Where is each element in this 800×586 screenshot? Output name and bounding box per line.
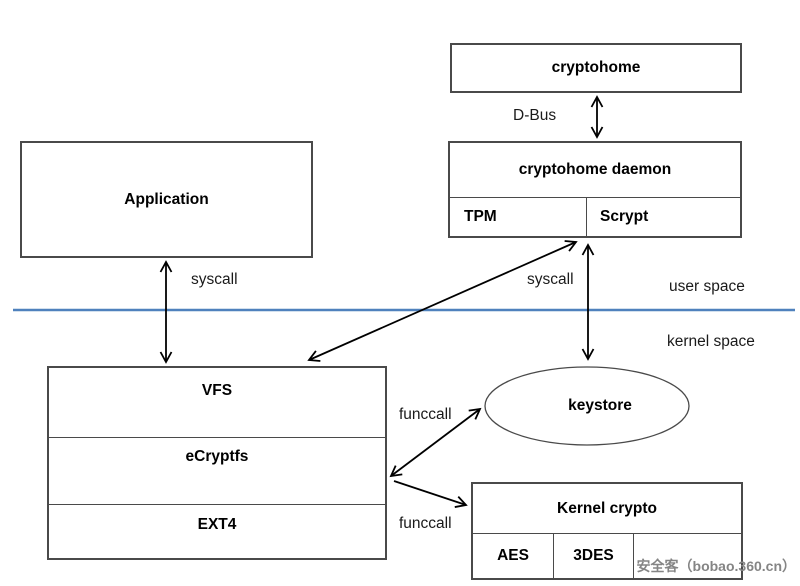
cryptohome-box: cryptohome	[450, 43, 742, 93]
keystore-label: keystore	[568, 397, 632, 414]
arrow-ecryptfs-kernelcrypto	[393, 480, 468, 508]
aes-cell: AES	[473, 534, 554, 578]
vfs-row: VFS	[49, 368, 385, 437]
kernel-crypto-label: Kernel crypto	[557, 499, 657, 517]
3des-label: 3DES	[573, 547, 614, 564]
cryptohome-daemon-box: cryptohome daemon TPM Scrypt	[448, 141, 742, 238]
ext4-label: EXT4	[197, 516, 237, 533]
cryptohome-daemon-subrow: TPM Scrypt	[450, 198, 740, 236]
tpm-cell: TPM	[450, 198, 587, 236]
kernel-space-label: kernel space	[667, 333, 755, 350]
cryptohome-daemon-header: cryptohome daemon	[450, 143, 740, 198]
syscall-right-label: syscall	[527, 271, 574, 288]
dbus-label: D-Bus	[513, 107, 557, 124]
application-label: Application	[124, 190, 209, 208]
vfs-label: VFS	[201, 382, 233, 399]
aes-label: AES	[497, 547, 529, 564]
cryptohome-label: cryptohome	[551, 59, 641, 76]
user-space-label: user space	[669, 278, 745, 295]
keystore-ellipse-label: keystore	[500, 397, 700, 415]
kernel-crypto-box: Kernel crypto AES 3DES	[471, 482, 743, 580]
filesystem-stack-box: VFS eCryptfs EXT4	[47, 366, 387, 560]
application-box: Application	[20, 141, 313, 258]
arrow-daemon-vfs	[307, 240, 578, 362]
ecryptfs-row: eCryptfs	[49, 437, 385, 504]
syscall-left-label: syscall	[191, 271, 238, 288]
ecryptfs-label: eCryptfs	[185, 448, 249, 465]
ext4-row: EXT4	[49, 504, 385, 558]
kernel-crypto-header: Kernel crypto	[473, 484, 741, 534]
funccall-top-label: funccall	[399, 406, 452, 423]
tpm-label: TPM	[464, 208, 497, 225]
cryptohome-daemon-label: cryptohome daemon	[518, 161, 672, 178]
funccall-bottom-label: funccall	[399, 515, 452, 532]
scrypt-cell: Scrypt	[587, 198, 740, 236]
scrypt-label: Scrypt	[600, 208, 649, 225]
3des-cell: 3DES	[554, 534, 634, 578]
kernel-crypto-subrow: AES 3DES	[473, 534, 741, 578]
watermark-text: 安全客（bobao.360.cn）	[636, 558, 796, 574]
